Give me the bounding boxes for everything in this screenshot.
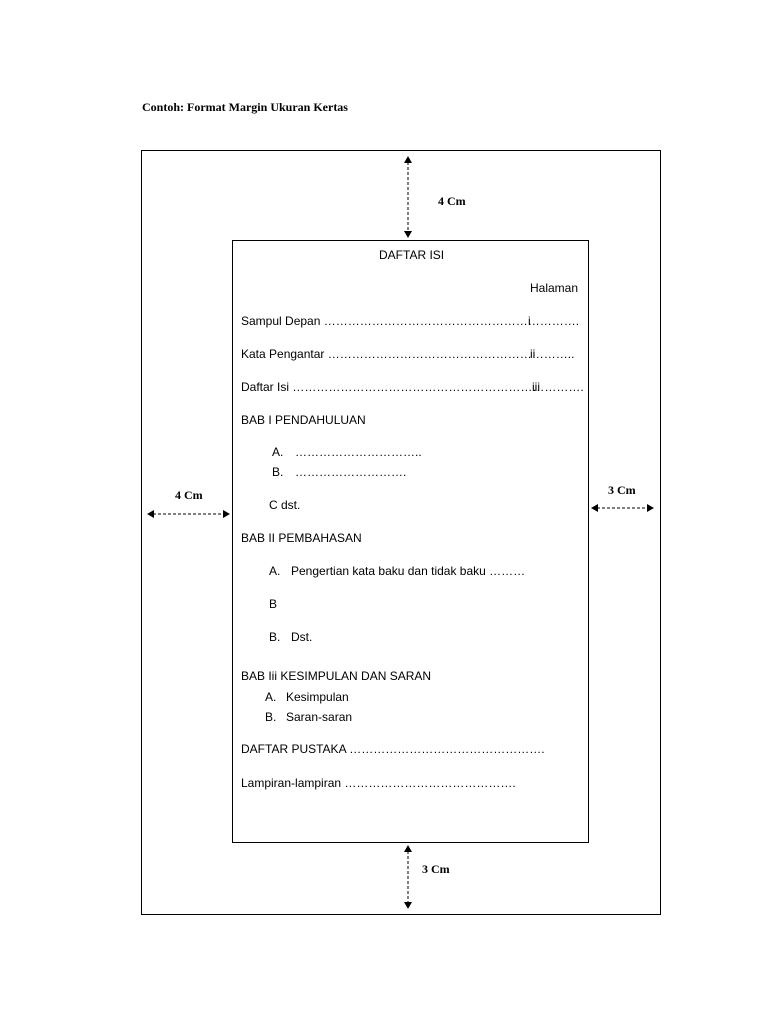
toc-entry-page: iii <box>532 380 540 394</box>
text-area-border <box>232 240 589 843</box>
toc-title: DAFTAR ISI <box>379 248 445 262</box>
list-item-text: ………………………….. <box>295 445 422 459</box>
toc-entry-label: Kata Pengantar …………………………………………………….. <box>241 347 575 361</box>
toc-entry-label: Daftar Isi ………………………………………………………………. <box>241 380 584 394</box>
toc-entry-page: ii <box>530 347 536 361</box>
left-margin-label: 4 Cm <box>175 488 203 502</box>
bab2-title: BAB II PEMBAHASAN <box>241 531 362 545</box>
list-marker: A. <box>272 445 284 459</box>
list-item-text: Dst. <box>291 630 313 644</box>
right-margin-label: 3 Cm <box>608 483 636 497</box>
bab1-more: C dst. <box>269 498 301 512</box>
bottom-margin-label: 3 Cm <box>422 862 450 876</box>
list-marker: B. <box>272 465 284 479</box>
toc-entry-label: Sampul Depan ………………………………………………………. <box>241 314 580 328</box>
page-header: Halaman <box>530 281 579 295</box>
list-item-text: Kesimpulan <box>286 690 349 704</box>
list-marker: B. <box>265 710 277 724</box>
list-item-text: Pengertian kata baku dan tidak baku ……… <box>291 564 526 578</box>
outer-page-border <box>141 150 661 915</box>
list-marker: A. <box>265 690 277 704</box>
pustaka-entry: DAFTAR PUSTAKA …………………………………………. <box>241 742 545 756</box>
caption: Contoh: Format Margin Ukuran Kertas <box>142 100 348 114</box>
top-margin-label: 4 Cm <box>438 194 466 208</box>
lampiran-entry: Lampiran-lampiran ……………………………………. <box>241 776 516 790</box>
list-marker: A. <box>269 564 281 578</box>
list-marker: B. <box>269 630 281 644</box>
bab3-title: BAB Iii KESIMPULAN DAN SARAN <box>241 669 432 683</box>
bab1-title: BAB I PENDAHULUAN <box>241 413 366 427</box>
list-item-text: Saran-saran <box>286 710 353 724</box>
toc-entry-page: i <box>528 314 531 328</box>
list-item-text: ………………………. <box>295 465 407 479</box>
list-item-text: B <box>269 597 278 611</box>
